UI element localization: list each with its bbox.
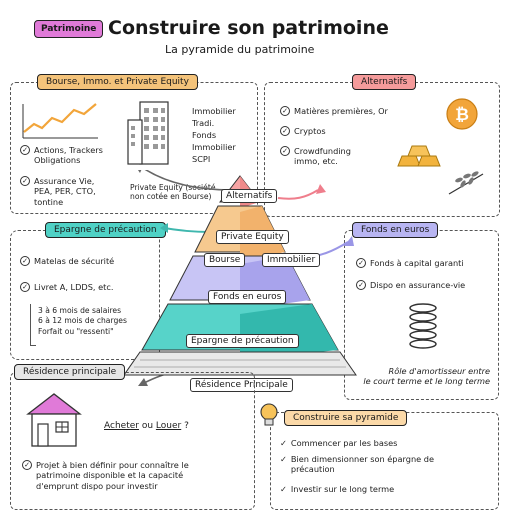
residence-panel — [10, 372, 255, 510]
wheat-icon — [448, 171, 484, 195]
alt-item-2: ✓ Cryptos — [280, 126, 326, 136]
check-mark-icon: ✓ — [280, 438, 287, 448]
check-icon: ✓ — [280, 146, 290, 156]
svg-text:₿: ₿ — [455, 105, 469, 125]
fonds-tag: Fonds en euros — [352, 222, 439, 238]
construire-item-3: ✓ Investir sur le long terme — [280, 484, 395, 494]
immobilier-list: Immobilier Tradi. Fonds Immobilier SCPI — [192, 106, 236, 164]
pyramid-label-residence: Résidence Principale — [190, 378, 293, 392]
bitcoin-icon: ₿ — [446, 98, 478, 130]
alternatifs-tag: Alternatifs — [352, 74, 417, 90]
pyramid-label-immobilier: Immobilier — [262, 253, 321, 267]
alt-item-1: ✓ Matières premières, Or — [280, 106, 388, 116]
check-icon: ✓ — [20, 282, 30, 292]
pyramid-label-epargne: Epargne de précaution — [186, 334, 299, 348]
house-icon — [26, 393, 82, 447]
check-icon: ✓ — [22, 460, 32, 470]
check-icon: ✓ — [280, 126, 290, 136]
check-icon: ✓ — [20, 256, 30, 266]
fonds-item-2: ✓ Dispo en assurance-vie — [356, 280, 465, 290]
pyramid-label-alternatifs: Alternatifs — [221, 189, 278, 203]
epargne-details: 3 à 6 mois de salaires 6 à 12 mois de ch… — [38, 306, 127, 336]
check-icon: ✓ — [356, 280, 366, 290]
check-icon: ✓ — [20, 145, 30, 155]
page-title: Construire son patrimoine — [108, 17, 389, 39]
gold-bars-icon — [397, 145, 441, 167]
epargne-bracket — [30, 304, 36, 346]
construire-tag: Construire sa pyramide — [284, 410, 408, 426]
check-icon: ✓ — [20, 176, 30, 186]
bourse-item-1: ✓ Actions, Trackers Obligations — [20, 145, 103, 166]
growth-chart-icon — [22, 103, 98, 139]
check-icon: ✓ — [356, 258, 366, 268]
pyramid — [123, 170, 357, 386]
alt-item-3: ✓ Crowdfunding immo, etc. — [280, 146, 351, 167]
construire-item-2: ✓ Bien dimensionner son épargne de préca… — [280, 454, 435, 475]
residence-tag: Résidence principale — [14, 364, 126, 380]
residence-question: Acheter ou Louer ? — [104, 421, 189, 431]
fonds-note: Rôle d'amortisseur entre le court terme … — [363, 366, 490, 387]
arrow-to-alternatifs — [277, 189, 319, 200]
spring-icon — [409, 303, 437, 349]
lightbulb-icon — [260, 403, 278, 426]
check-mark-icon: ✓ — [280, 454, 287, 464]
building-icon — [127, 101, 169, 165]
pyramid-label-fonds: Fonds en euros — [208, 290, 287, 304]
construire-item-1: ✓ Commencer par les bases — [280, 438, 398, 448]
epargne-tag: Epargne de précaution — [45, 222, 166, 238]
page-subtitle: La pyramide du patrimoine — [165, 43, 315, 56]
check-icon: ✓ — [280, 106, 290, 116]
arrow-to-bourse — [144, 170, 233, 191]
bourse-item-2: ✓ Assurance Vie, PEA, PER, CTO, tontine — [20, 176, 96, 207]
arrow-to-epargne — [163, 227, 211, 233]
check-mark-icon: ✓ — [280, 484, 287, 494]
epargne-item-1: ✓ Matelas de sécurité — [20, 256, 114, 266]
fonds-item-1: ✓ Fonds à capital garanti — [356, 258, 464, 268]
pyramid-label-bourse: Bourse — [204, 253, 246, 267]
pyramid-label-private-equity: Private Equity — [216, 230, 289, 244]
bourse-tag: Bourse, Immo. et Private Equity — [37, 74, 198, 90]
residence-item: ✓ Projet à bien définir pour connaître l… — [22, 460, 189, 491]
epargne-item-2: ✓ Livret A, LDDS, etc. — [20, 282, 113, 292]
patrimoine-badge: Patrimoine — [34, 20, 104, 38]
